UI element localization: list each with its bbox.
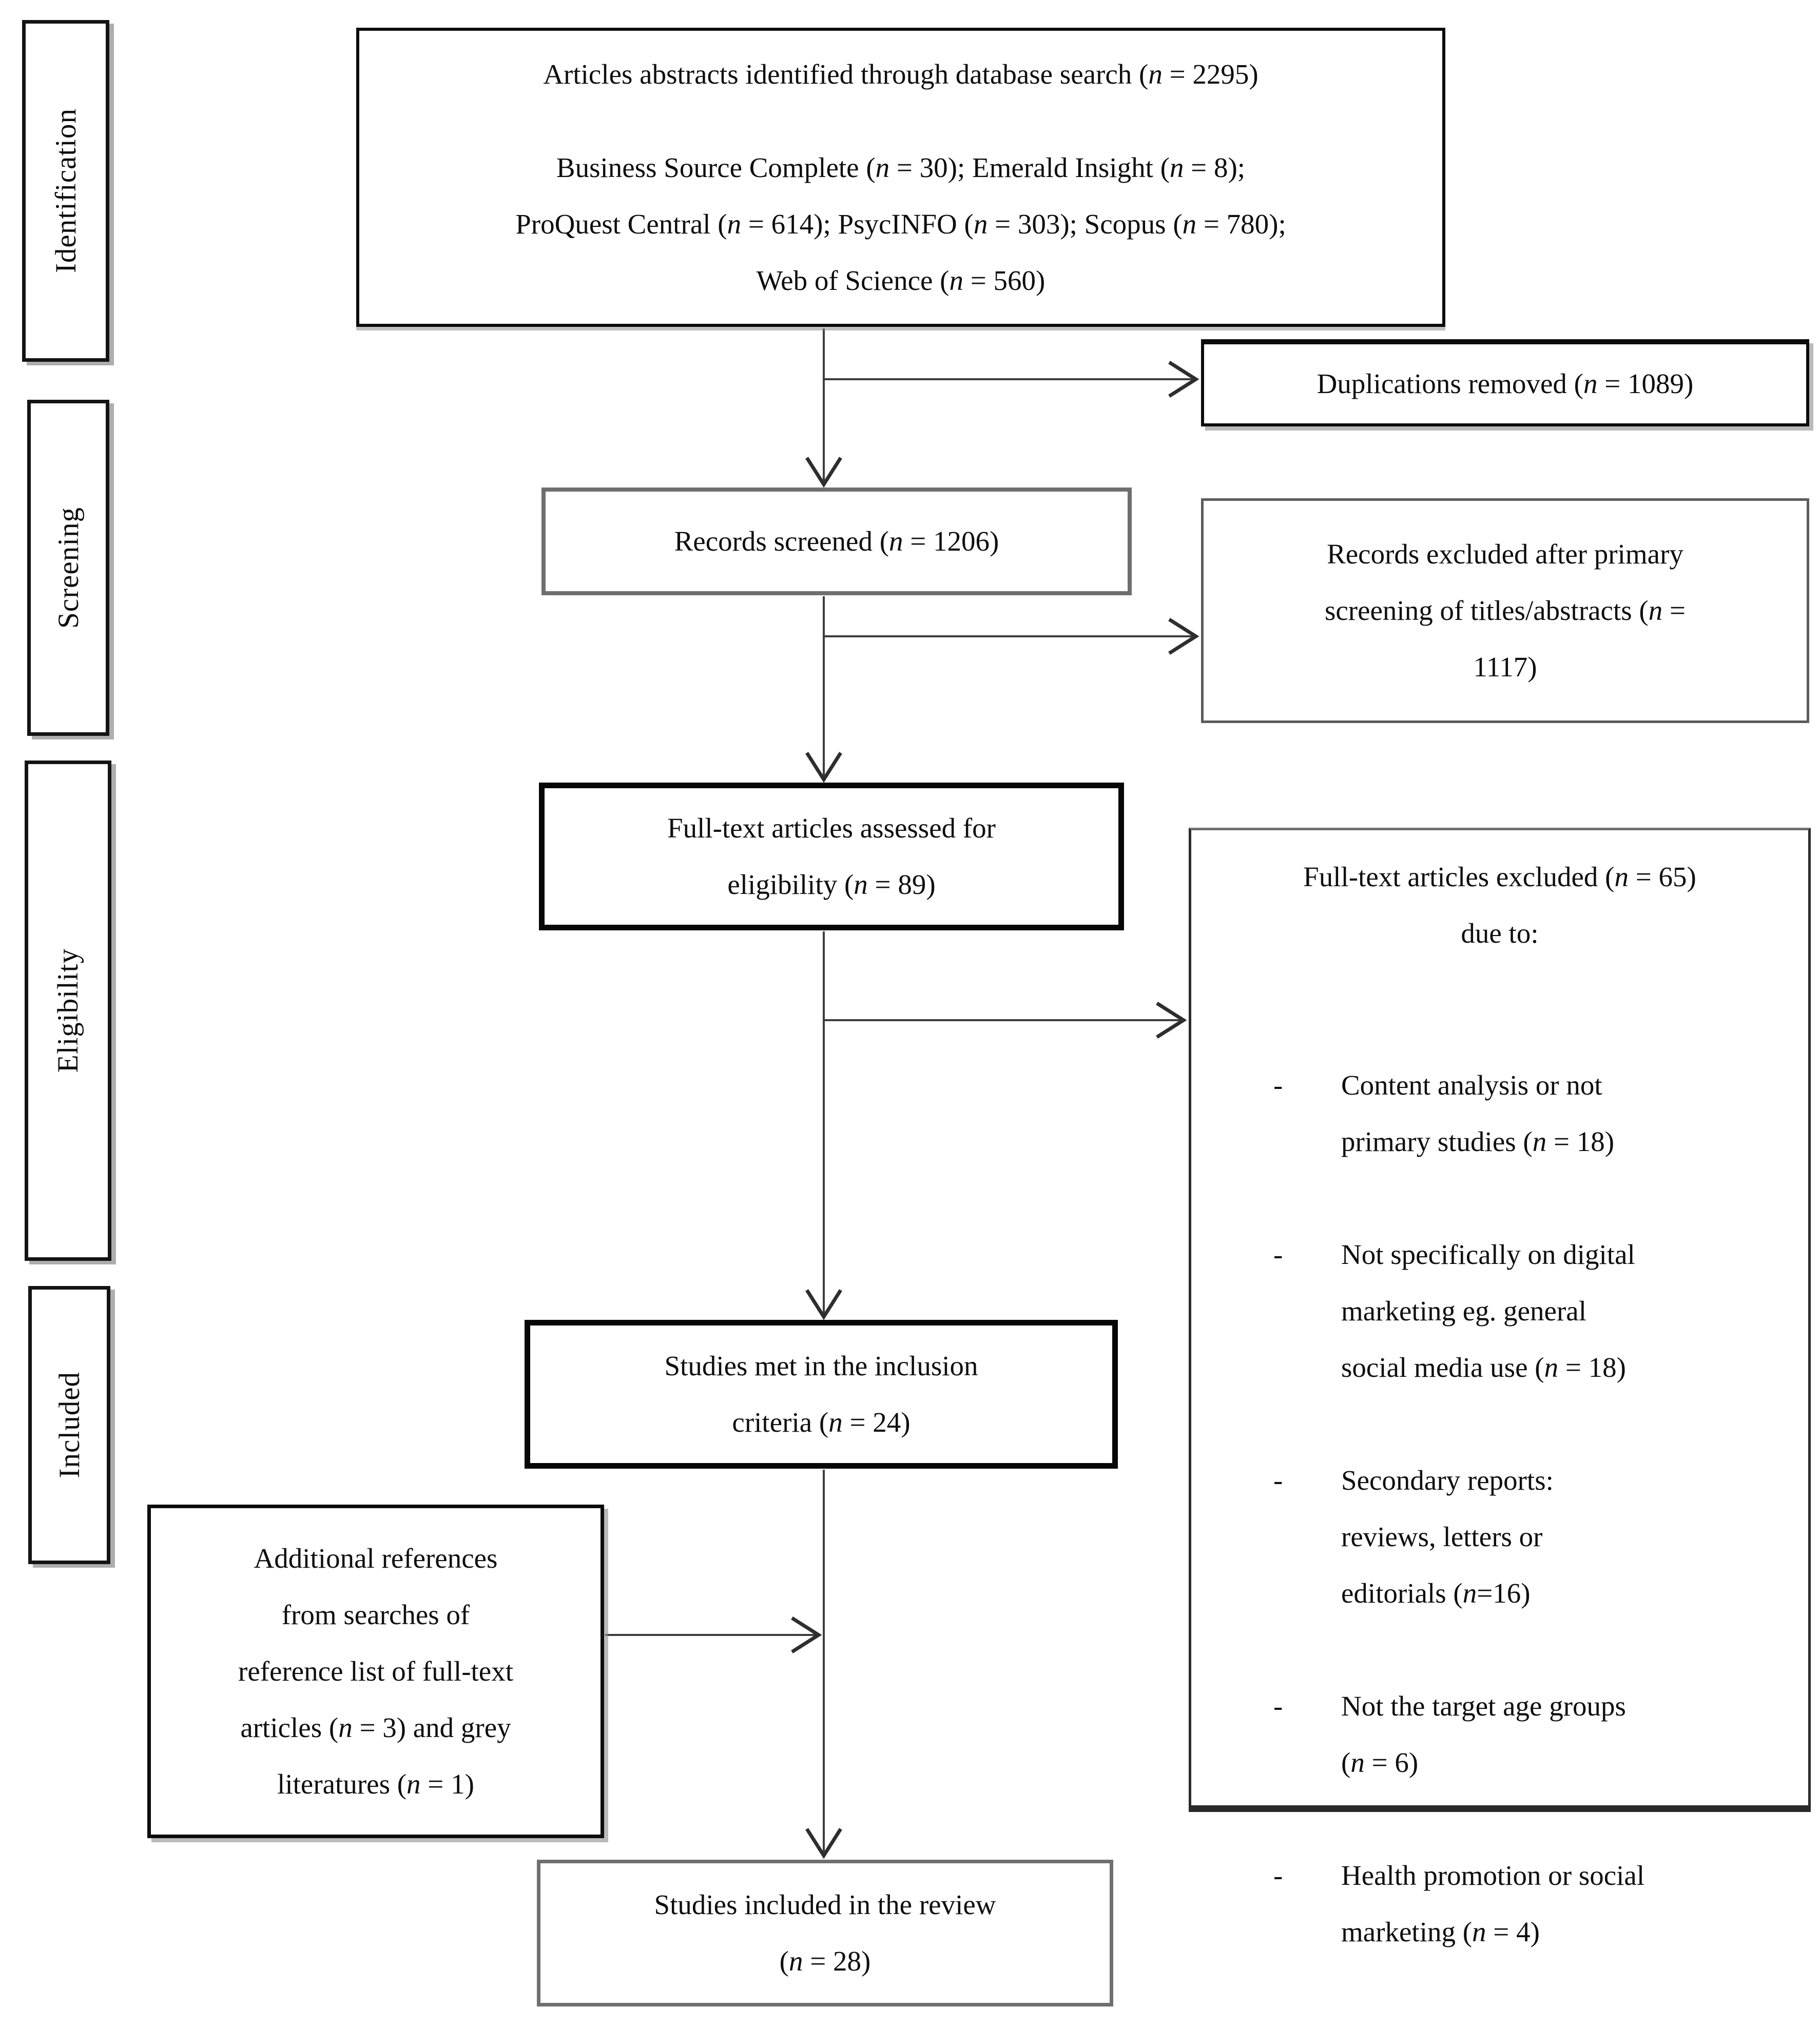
box-studies-included: Studies included in the review (n = 28) [537, 1860, 1113, 2006]
bullet-dash: - [1273, 1690, 1283, 1722]
box-records-identified: Articles abstracts identified through da… [356, 28, 1445, 327]
exclusion-reason-item: - Not the target age groups (n = 6) [1273, 1678, 1793, 1791]
exclusion-reason-text: Content analysis or not primary studies … [1341, 1069, 1615, 1157]
stage-label-text: Included [53, 1372, 86, 1478]
box-duplications-removed: Duplications removed (n = 1089) [1201, 339, 1809, 426]
stage-label-screening: Screening [27, 400, 109, 736]
exclusion-reason-item: - Secondary reports: reviews, letters or… [1273, 1452, 1793, 1622]
database-sources-text: Business Source Complete (n = 30); Emera… [515, 151, 1286, 296]
studies-included-text: Studies included in the review (n = 28) [654, 1889, 996, 1977]
exclusion-reason-item: - Not specifically on unhealthy products… [1273, 2017, 1793, 2027]
exclusion-reason-item: - Health promotion or social marketing (… [1273, 1847, 1793, 1960]
exclusion-reason-text: Not the target age groups (n = 6) [1341, 1690, 1626, 1778]
records-identified-text: Articles abstracts identified through da… [543, 58, 1258, 90]
stage-label-identification: Identification [22, 20, 109, 362]
exclusion-reasons-list: - Content analysis or not primary studie… [1191, 1001, 1808, 2027]
stage-label-included: Included [28, 1286, 110, 1564]
box-fulltext-excluded: Full-text articles excluded (n = 65) due… [1189, 828, 1811, 1947]
stage-label-eligibility: Eligibility [25, 761, 111, 1261]
box-studies-met-criteria: Studies met in the inclusion criteria (n… [525, 1320, 1118, 1469]
stage-label-text: Screening [52, 507, 85, 629]
bullet-dash: - [1273, 1860, 1283, 1891]
box-records-excluded: Records excluded after primary screening… [1201, 498, 1809, 723]
studies-met-text: Studies met in the inclusion criteria (n… [664, 1350, 978, 1438]
box-additional-references: Additional references from searches of r… [147, 1505, 604, 1838]
bullet-dash: - [1273, 1239, 1283, 1270]
box-fulltext-assessed: Full-text articles assessed for eligibil… [539, 783, 1124, 930]
fulltext-assessed-text: Full-text articles assessed for eligibil… [667, 812, 996, 900]
bullet-dash: - [1273, 1465, 1283, 1496]
records-excluded-text: Records excluded after primary screening… [1324, 538, 1686, 683]
exclusion-reason-text: Secondary reports: reviews, letters or e… [1341, 1465, 1554, 1609]
exclusion-reason-text: Health promotion or social marketing (n … [1341, 1860, 1645, 1947]
exclusion-reason-text: Not specifically on unhealthy products (… [1341, 2017, 1793, 2027]
additional-references-text: Additional references from searches of r… [238, 1543, 513, 1800]
exclusion-reason-item: - Not specifically on digital marketing … [1273, 1226, 1793, 1396]
stage-label-text: Identification [49, 108, 82, 274]
exclusion-reason-item: - Content analysis or not primary studie… [1273, 1057, 1793, 1170]
fulltext-excluded-title: Full-text articles excluded (n = 65) due… [1303, 861, 1696, 949]
box-records-screened: Records screened (n = 1206) [541, 488, 1132, 595]
exclusion-reason-text: Not specifically on digital marketing eg… [1341, 1239, 1635, 1383]
stage-label-text: Eligibility [52, 948, 84, 1073]
records-screened-text: Records screened (n = 1206) [674, 525, 999, 557]
bullet-dash: - [1273, 1069, 1283, 1101]
duplications-removed-text: Duplications removed (n = 1089) [1316, 368, 1694, 399]
bullet-dash: - [1273, 2017, 1341, 2027]
